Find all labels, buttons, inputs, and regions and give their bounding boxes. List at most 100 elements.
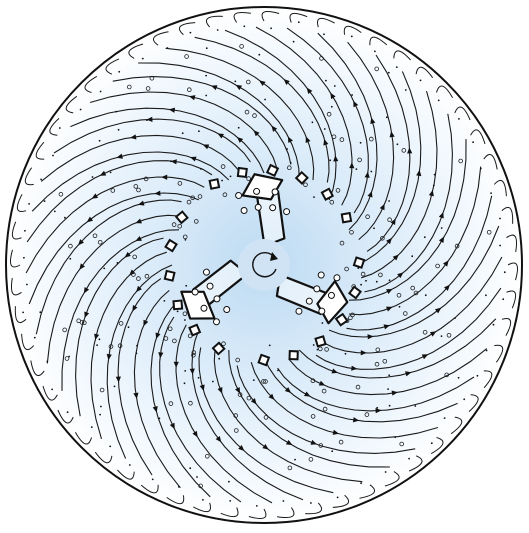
particle-dot <box>185 285 187 287</box>
cutter <box>290 351 298 359</box>
center-hub <box>238 239 290 291</box>
particle-dot <box>331 450 333 452</box>
particle-dot <box>441 335 443 337</box>
particle-dot <box>258 54 260 56</box>
cutter <box>267 165 278 176</box>
particle-dot <box>110 172 112 174</box>
particle-dot <box>397 143 399 145</box>
particle-dot <box>184 382 186 384</box>
particle-dot <box>293 41 295 43</box>
cutter <box>342 213 351 222</box>
particle-dot <box>182 132 184 134</box>
particle-dot <box>206 47 208 49</box>
particle-dot <box>99 338 101 340</box>
particle-dot <box>117 262 119 264</box>
gauge-dot <box>51 389 53 391</box>
particle-dot <box>388 374 390 376</box>
particle-dot <box>99 414 101 416</box>
particle-dot <box>411 255 413 257</box>
particle-dot <box>115 111 117 113</box>
gauge-dot <box>420 80 422 82</box>
gauge-dot <box>374 51 376 53</box>
particle-dot <box>360 142 362 144</box>
cutter <box>238 168 247 177</box>
particle-dot <box>128 326 130 328</box>
particle-dot <box>389 279 391 281</box>
cutter <box>316 336 326 346</box>
particle-dot <box>399 306 401 308</box>
particle-dot <box>264 99 266 101</box>
particle-dot <box>286 148 288 150</box>
particle-dot <box>114 386 116 388</box>
gauge-dot <box>178 486 180 488</box>
particle-dot <box>322 322 324 324</box>
gauge-dot <box>408 458 410 460</box>
port <box>213 295 220 302</box>
particle-dot <box>485 294 487 296</box>
gauge-dot <box>438 100 440 102</box>
particle-dot <box>260 81 262 83</box>
particle-dot <box>386 116 388 118</box>
particle-dot <box>118 129 120 131</box>
gauge-dot <box>167 47 169 49</box>
particle-dot <box>230 176 232 178</box>
gauge-dot <box>310 502 312 504</box>
particle-dot <box>146 119 148 121</box>
particle-dot <box>370 171 372 173</box>
port <box>223 306 230 313</box>
particle-dot <box>360 284 362 286</box>
particle-dot <box>218 358 220 360</box>
gauge-dot <box>499 245 501 247</box>
particle-dot <box>387 388 389 390</box>
cutter <box>173 301 182 310</box>
particle-dot <box>212 381 214 383</box>
gauge-dot <box>22 312 24 314</box>
gauge-dot <box>337 497 339 499</box>
gauge-dot <box>243 25 245 27</box>
particle-dot <box>290 162 292 164</box>
particle-dot <box>198 377 200 379</box>
particle-dot <box>234 81 236 83</box>
particle-dot <box>205 95 207 97</box>
port <box>213 318 220 325</box>
particle-dot <box>228 481 230 483</box>
particle-dot <box>356 168 358 170</box>
particle-dot <box>325 80 327 82</box>
gauge-dot <box>283 500 285 502</box>
particle-dot <box>373 227 375 229</box>
particle-dot <box>184 319 186 321</box>
gauge-dot <box>217 29 219 31</box>
particle-dot <box>39 311 41 313</box>
particle-dot <box>425 294 427 296</box>
particle-dot <box>44 200 46 202</box>
gauge-dot <box>323 33 325 35</box>
particle-dot <box>99 140 101 142</box>
particle-dot <box>345 353 347 355</box>
gauge-dot <box>26 284 28 286</box>
particle-dot <box>388 72 390 74</box>
gauge-dot <box>499 218 501 220</box>
gauge-dot <box>504 271 506 273</box>
gauge-dot <box>396 66 398 68</box>
particle-dot <box>454 317 456 319</box>
gauge-dot <box>351 36 353 38</box>
gauge-dot <box>202 499 204 501</box>
gauge-dot <box>385 471 387 473</box>
gauge-dot <box>490 192 492 194</box>
particle-dot <box>441 227 443 229</box>
gauge-dot <box>472 141 474 143</box>
particle-dot <box>388 200 390 202</box>
gauge-dot <box>34 337 36 339</box>
particle-dot <box>189 467 191 469</box>
cutter <box>189 325 200 336</box>
particle-dot <box>100 406 102 408</box>
gauge-dot <box>28 203 30 205</box>
gauge-dot <box>46 361 48 363</box>
cutter <box>210 179 219 188</box>
gauge-dot <box>502 298 504 300</box>
particle-dot <box>170 160 172 162</box>
particle-dot <box>414 405 416 407</box>
gauge-dot <box>59 127 61 129</box>
gauge-dot <box>190 32 192 34</box>
particle-dot <box>365 280 367 282</box>
